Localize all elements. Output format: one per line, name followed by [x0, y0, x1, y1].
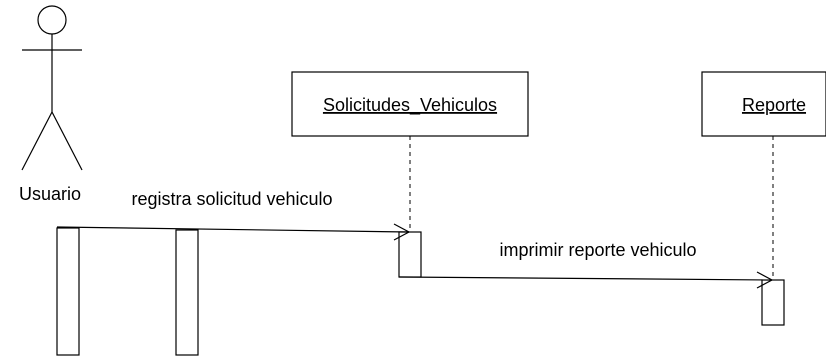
object-label-reporte: Reporte: [742, 95, 806, 115]
actor-right-leg: [51, 111, 83, 171]
object-box-solicitudes-vehiculos: [291, 71, 529, 137]
actor-label: Usuario: [19, 184, 81, 204]
actor-usuario: [21, 5, 83, 171]
message-arrow-registra: [56, 226, 410, 233]
message-label-registra: registra solicitud vehiculo: [131, 189, 332, 209]
object-label-solicitudes-vehiculos: Solicitudes_Vehiculos: [323, 95, 497, 116]
activation-bar-solicitudes-vehiculos: [398, 231, 422, 278]
message-arrow-imprimir: [398, 276, 773, 281]
arrowhead-imprimir: [756, 271, 774, 289]
activation-bar-reporte: [761, 279, 785, 326]
object-box-reporte: [701, 71, 826, 137]
actor-head: [37, 5, 67, 35]
activation-bar-usuario: [56, 227, 80, 356]
actor-left-leg: [21, 111, 53, 171]
message-label-imprimir: imprimir reporte vehiculo: [499, 240, 696, 260]
activation-bar-secondary: [175, 229, 199, 356]
arrowhead-registra: [393, 223, 411, 241]
